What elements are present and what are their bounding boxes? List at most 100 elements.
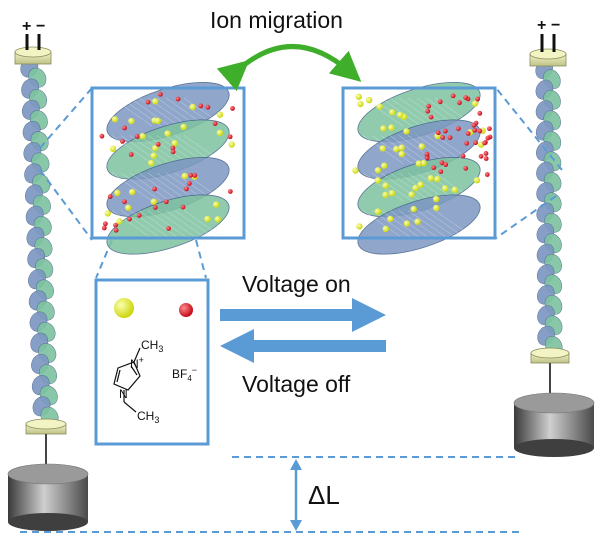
- cation-ion: [152, 98, 159, 105]
- right-zoom-panel: [341, 81, 497, 255]
- ion-migration-arrow: [216, 44, 362, 92]
- anion-ion: [472, 127, 478, 133]
- anion-ion: [145, 99, 151, 105]
- mesh-line: [156, 210, 198, 239]
- cation-ion: [214, 216, 222, 223]
- left-actuator: + −: [7, 18, 89, 531]
- cation-ion: [388, 189, 396, 197]
- anion-ion: [442, 128, 448, 134]
- cation-ion: [380, 125, 387, 132]
- anion-ion: [484, 172, 490, 177]
- mesh-line: [398, 97, 440, 127]
- mesh-line: [389, 97, 431, 127]
- mesh-line: [416, 210, 458, 239]
- cation-ion: [418, 143, 425, 150]
- mesh-line: [129, 97, 171, 127]
- anion-ion: [477, 128, 483, 134]
- anion-ion: [163, 199, 169, 205]
- right-top-cap: [529, 48, 567, 67]
- cation-ion: [374, 167, 382, 174]
- mesh-line: [111, 210, 153, 239]
- voltage-on-label: Voltage on: [242, 271, 351, 297]
- cation-ion: [427, 174, 435, 182]
- mesh-line: [371, 210, 413, 239]
- left-zoom-panel: [90, 81, 246, 255]
- right-actuator: + −: [513, 17, 595, 457]
- anion-ion: [439, 160, 445, 166]
- cation-ion: [152, 144, 159, 152]
- cation-ion: [408, 191, 415, 198]
- anion-ion: [170, 149, 176, 155]
- n-lower-label: N: [119, 387, 128, 401]
- cation-ion: [382, 191, 389, 199]
- anion-ion: [122, 125, 127, 131]
- anion-ion: [485, 135, 491, 141]
- anion-ion: [230, 106, 235, 111]
- anion-ion: [128, 152, 134, 157]
- anion-ion: [152, 205, 158, 210]
- anion-ion: [180, 204, 186, 210]
- anion-ion: [99, 133, 105, 139]
- anion-ion: [431, 165, 437, 171]
- anion-ion: [440, 135, 445, 140]
- anion-ion: [443, 162, 449, 168]
- cation-ion: [403, 128, 410, 135]
- cation-ion: [355, 93, 362, 100]
- mesh-line: [389, 135, 431, 164]
- mesh-line: [147, 210, 189, 239]
- voltage-off-arrow: [220, 329, 386, 363]
- anion-ion: [482, 140, 488, 146]
- anion-ion: [186, 180, 192, 186]
- cation-ion: [129, 188, 136, 196]
- cation-ion: [398, 150, 405, 158]
- anion-ion: [483, 156, 489, 161]
- left-top-cap: [14, 46, 52, 65]
- left-twisted-fiber: [20, 57, 59, 427]
- anion-ion: [478, 153, 484, 159]
- cation-ion: [228, 141, 235, 148]
- cation-ion: [164, 130, 171, 137]
- anion-ion: [465, 131, 471, 136]
- cation-ion: [114, 189, 121, 197]
- mesh-line: [147, 172, 189, 202]
- cation-ion: [442, 185, 449, 192]
- anion-ion: [107, 194, 113, 199]
- mesh-line: [389, 172, 431, 202]
- delta-l-label: ΔL: [308, 480, 340, 510]
- cation-ion: [382, 225, 389, 233]
- cation-ion: [213, 201, 220, 208]
- mesh-line: [425, 210, 467, 239]
- cation-ion: [216, 111, 224, 118]
- anion-ion: [170, 145, 176, 151]
- anion-ion: [120, 139, 125, 144]
- anion-ion: [101, 225, 107, 231]
- cation-ion: [154, 117, 162, 125]
- anion-ion: [473, 140, 479, 146]
- mesh-line: [129, 135, 171, 164]
- anion-ion: [113, 222, 118, 228]
- left-zoom-fiber: [99, 81, 235, 255]
- voltage-off-label: Voltage off: [242, 371, 351, 397]
- mesh-line: [174, 210, 216, 239]
- cation-ion: [150, 152, 157, 159]
- anion-ion: [212, 121, 218, 126]
- mesh-line: [129, 210, 171, 239]
- voltage-on-arrow: [220, 298, 386, 332]
- cation-ion: [420, 159, 427, 167]
- anion-ion: [460, 153, 466, 159]
- anion-ion: [152, 186, 157, 192]
- delta-l-indicator: [20, 456, 520, 533]
- anion-ion: [447, 135, 453, 140]
- cation-ion: [128, 117, 135, 125]
- anion-ion: [184, 186, 189, 192]
- mesh-line: [138, 210, 180, 239]
- cation-ion: [189, 103, 196, 111]
- anion-ion: [463, 165, 469, 171]
- cation-ion: [376, 103, 383, 110]
- anion-sphere-icon: [179, 303, 193, 317]
- mesh-line: [111, 135, 153, 164]
- anion-ion: [457, 100, 462, 106]
- cation-ion: [398, 144, 405, 151]
- cation-ion: [381, 162, 388, 169]
- cation-ion: [180, 123, 187, 131]
